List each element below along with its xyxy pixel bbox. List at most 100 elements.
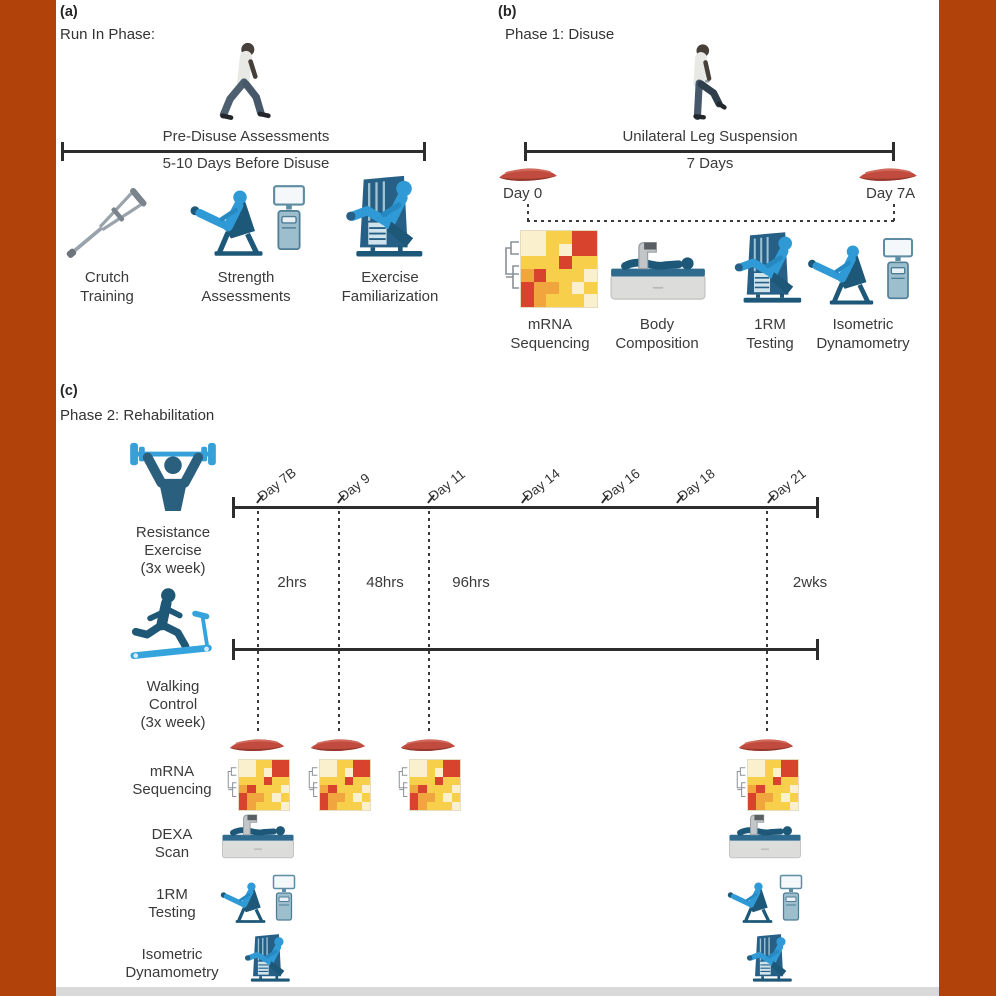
dexa-scanner-icon [726,813,804,863]
item-label-crutch-training: Crutch Training [27,268,187,306]
label-line: DEXA [151,826,193,843]
mrna-heatmap-icon [226,757,290,811]
bottom-strip [56,987,939,996]
leg-press-machine-icon [336,174,428,262]
label-line: Assessments [201,288,291,305]
day-tick-label: Day 7B [254,464,299,504]
heatmap-grid [319,759,371,811]
label-line: Resistance [135,524,211,541]
interval-label-96hrs: 96hrs [452,574,490,591]
label-line: Exercise [361,269,419,286]
muscle-icon [228,736,286,753]
monitor-tower-icon [882,228,914,310]
day-tick-label: Day 16 [599,465,643,504]
dynamometer-chair-icon [725,878,777,926]
item-label-isometric-dynamometry: Isometric Dynamometry [793,315,933,353]
timeline-resistance-start-cap [232,497,235,518]
panel-a-title: Run In Phase: [60,26,156,43]
day-tick-label: Day 21 [765,465,809,504]
panel-b-title: Phase 1: Disuse [505,26,615,43]
dexa-scanner-icon [606,240,710,306]
label-line: (3x week) [140,560,206,577]
dashed-line-day7b [257,511,259,732]
label-line: Sequencing [510,335,590,352]
panel-a-timeline [62,150,426,153]
timeline-walking-end-cap [816,639,819,660]
arm-label-resistance-exercise: Resistance Exercise (3x week) [93,524,253,578]
item-label-body-composition: Body Composition [587,315,727,353]
muscle-icon [497,165,559,183]
dashed-line-day11 [428,511,430,732]
day0-label: Day 0 [503,185,543,202]
label-line: Dynamometry [125,964,219,981]
panel-b-dashed-left [527,204,529,221]
label-line: Training [80,288,134,305]
label-line: 1RM [754,316,786,333]
treadmill-runner-icon [130,586,218,666]
interval-label-48hrs: 48hrs [366,574,404,591]
label-line: Body [639,316,675,333]
label-line: Isometric [832,316,894,333]
label-line: 1RM [156,886,188,903]
panel-b-timeline-bottom-label: 7 Days [686,155,734,172]
row-label-mrna: mRNA Sequencing [87,763,257,799]
weightlifter-icon [128,438,218,512]
strength-machine-icon [186,176,308,262]
dendrogram-icon [504,236,520,300]
label-line: Scan [154,844,190,861]
dynamometer-chair-icon [186,182,270,262]
panel-a-timeline-top-label: Pre-Disuse Assessments [162,128,330,145]
leg-press-machine-icon [741,930,795,988]
item-label-strength-assessments: Strength Assessments [166,268,326,306]
heatmap-grid [520,230,598,308]
timeline-walking-start-cap [232,639,235,660]
label-line: Walking [146,678,200,695]
muscle-icon [857,165,919,183]
panel-c-tag: (c) [60,383,78,399]
interval-label-2hrs: 2hrs [277,574,307,591]
day7a-label: Day 7A [866,185,916,202]
interval-label-2wks: 2wks [792,574,828,591]
label-line: Sequencing [132,781,212,798]
muscle-icon [737,736,795,753]
label-line: Exercise [144,542,202,559]
panel-a-tag: (a) [60,4,78,20]
panel-b-dashed-right [893,204,895,221]
item-label-1rm-testing: 1RM Testing [700,315,840,353]
muscle-icon [399,736,457,753]
label-line: Testing [148,904,196,921]
panel-b-timeline-start-cap [524,142,527,161]
monitor-tower-icon [272,176,306,260]
label-line: (3x week) [140,714,206,731]
day-tick-label: Day 9 [335,470,373,504]
item-label-mrna-sequencing: mRNA Sequencing [480,315,620,353]
label-line: Control [148,696,198,713]
label-line: Dynamometry [816,335,910,352]
arm-label-walking-control: Walking Control (3x week) [93,678,253,732]
panel-b-timeline-top-label: Unilateral Leg Suspension [622,128,798,145]
muscle-icon [309,736,367,753]
panel-a-timeline-bottom-label: 5-10 Days Before Disuse [162,155,330,172]
day-tick-label: Day 11 [425,466,468,504]
monitor-tower-icon [779,872,803,924]
label-line: Isometric [141,946,203,963]
label-line: Crutch [84,269,130,286]
panel-c-timeline-resistance [233,506,819,509]
heatmap-grid [409,759,461,811]
dendrogram-icon [307,764,319,804]
timeline-resistance-end-cap [816,497,819,518]
panel-c-timeline-walking [233,648,819,651]
panel-b-timeline-end-cap [892,142,895,161]
crutch-walking-person-icon [674,40,728,128]
dashed-line-day21 [766,511,768,732]
label-line: mRNA [527,316,573,333]
leg-press-machine-icon [726,226,806,312]
heatmap-grid [747,759,799,811]
label-line: Strength [217,269,275,286]
dynamometer-icon [218,872,298,926]
item-label-exercise-familiarization: Exercise Familiarization [310,268,470,306]
panel-a-timeline-end-cap [423,142,426,161]
dynamometer-icon [725,872,805,926]
day-tick-label: Day 14 [519,465,563,504]
